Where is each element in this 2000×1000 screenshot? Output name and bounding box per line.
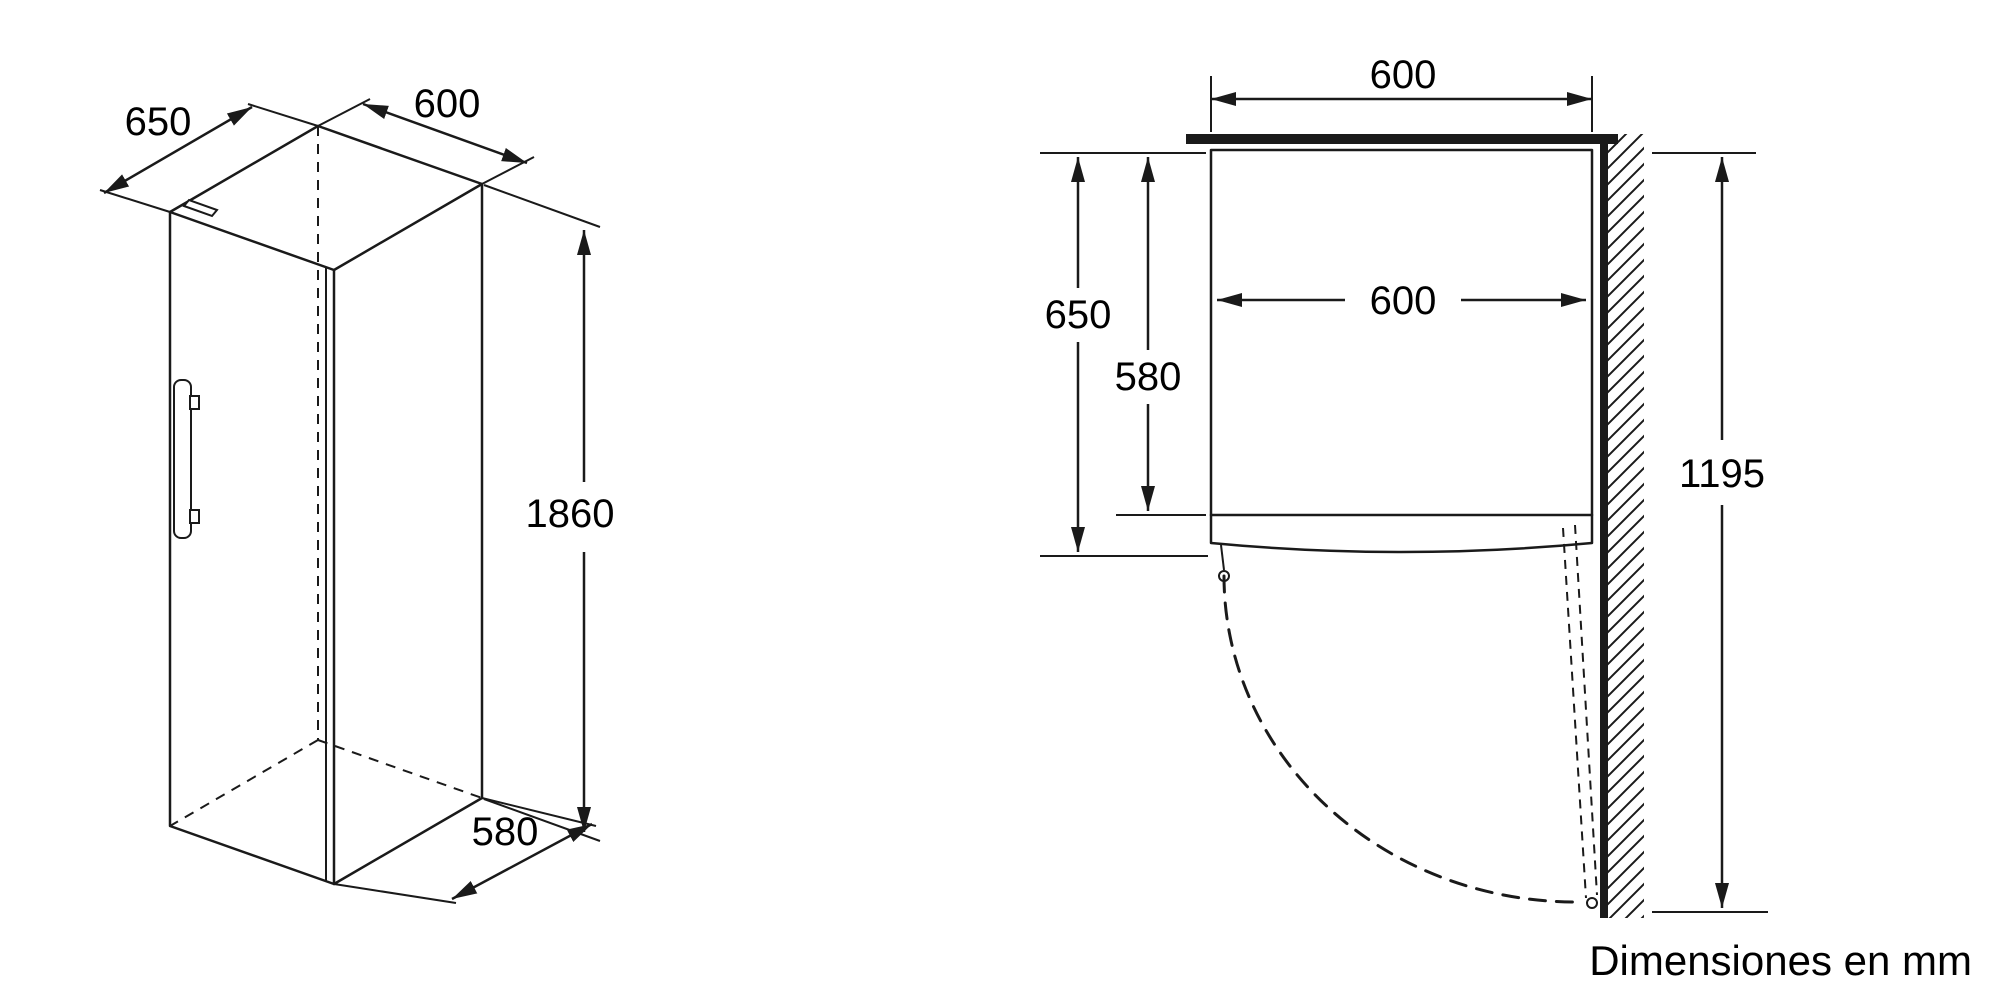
hidden-bottom-left-edge <box>169 739 319 827</box>
cabinet-front-face <box>168 210 336 886</box>
extension-line <box>99 189 171 213</box>
tv-inner-width-label: 600 <box>1370 279 1437 323</box>
door-swing-arc <box>1222 574 1578 904</box>
door-closed <box>1209 513 1594 554</box>
wall-hatching <box>1608 134 1644 918</box>
extension-line <box>333 883 457 904</box>
side-wall <box>1600 134 1608 918</box>
tv-body-depth-label: 580 <box>1115 355 1182 399</box>
tv-clearance-label: 1195 <box>1679 452 1765 496</box>
back-wall <box>1186 134 1618 144</box>
tv-niche-width-dimension: 600 <box>1210 53 1593 132</box>
isometric-view: 650 600 1860 580 <box>99 82 615 904</box>
door-handle-topview <box>1220 544 1225 571</box>
iso-base-depth-label: 580 <box>472 810 539 854</box>
extension-line <box>481 156 535 185</box>
tv-body-depth-dimension: 580 <box>1115 157 1206 516</box>
extension-line <box>483 184 601 228</box>
iso-height-dimension: 1860 <box>483 184 615 842</box>
iso-width-label: 600 <box>414 82 481 126</box>
top-view: 600 600 650 580 1195 <box>1040 53 1768 918</box>
door-open-edge <box>1574 524 1598 896</box>
door-open-edge <box>1562 527 1587 899</box>
dimension-arrow <box>103 105 253 195</box>
tv-total-depth-dimension: 650 <box>1040 152 1208 557</box>
handle-mount-bottom <box>189 509 200 524</box>
units-caption: Dimensiones en mm <box>1589 937 1972 984</box>
extension-line <box>481 797 597 827</box>
extension-line <box>317 98 371 127</box>
door-handle <box>173 379 192 539</box>
iso-depth-label: 650 <box>125 100 192 144</box>
tv-inner-width-dimension: 600 <box>1217 279 1586 323</box>
tv-niche-width-label: 600 <box>1370 53 1437 97</box>
hinge-plate <box>182 198 219 218</box>
iso-height-label: 1860 <box>526 492 615 536</box>
cabinet-side-face <box>332 182 484 886</box>
handle-mount-top <box>189 395 200 410</box>
dimension-arrow <box>362 102 528 165</box>
cabinet-body-topview <box>1209 148 1594 517</box>
tv-total-depth-label: 650 <box>1045 293 1112 337</box>
cabinet-top-face <box>168 124 484 272</box>
dimension-arrow <box>451 822 593 901</box>
iso-depth-dimension: 650 <box>99 100 319 213</box>
iso-base-depth-dimension: 580 <box>333 797 597 904</box>
tv-clearance-dimension: 1195 <box>1652 152 1768 913</box>
open-handle-circle <box>1586 897 1598 909</box>
hidden-bottom-back-edge <box>317 739 483 799</box>
extension-line <box>247 103 319 127</box>
iso-width-dimension: 600 <box>317 82 535 185</box>
